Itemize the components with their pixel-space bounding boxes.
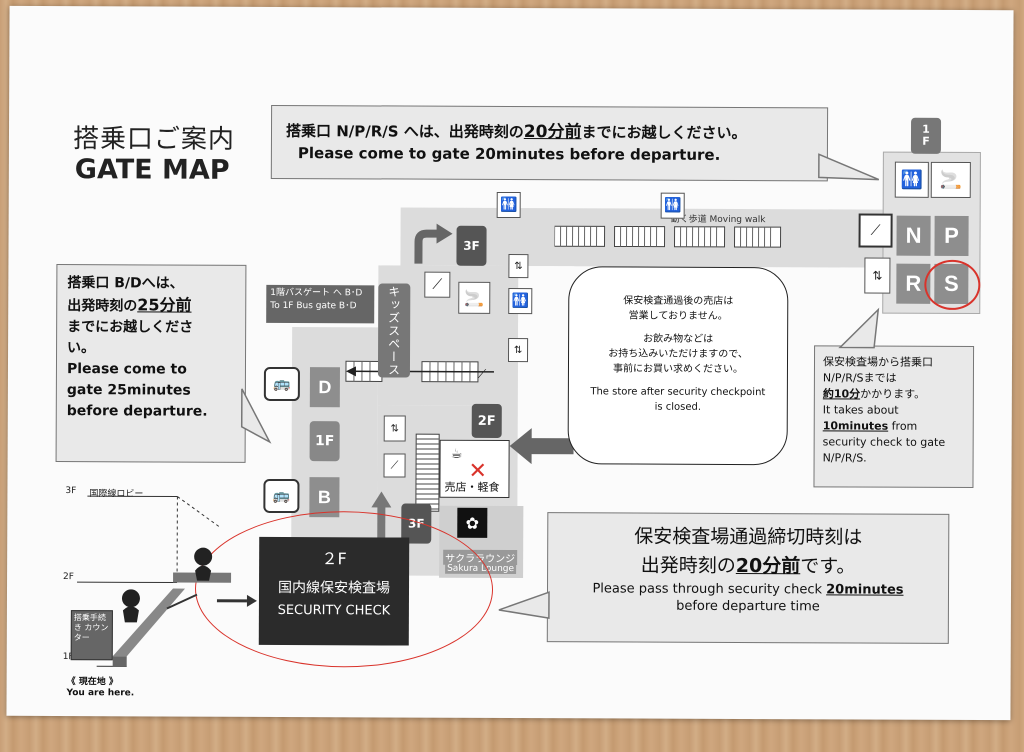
you-are-here-en: You are here. <box>66 688 135 699</box>
gate-s-red-circle <box>924 259 981 311</box>
bus-gate-jp: 1階バスゲート へ B･D <box>270 287 363 299</box>
store-notice-jp-line1: 保安検査通過後の売店は <box>623 295 734 307</box>
right-callout-pointer <box>838 307 880 349</box>
deadline-jp-line1: 保安検査場通過締切時刻は <box>634 525 863 549</box>
title-english: GATE MAP <box>74 154 230 186</box>
gate-p: P <box>934 215 969 256</box>
you-are-here-jp: 《 現在地 》 <box>66 677 118 688</box>
gate-n: N <box>896 215 931 256</box>
title-japanese: 搭乗口ご案内 <box>72 124 236 155</box>
elevator-icon: ⇅ <box>508 337 529 363</box>
left-callout-en-line3: before departure. <box>66 403 208 420</box>
right-callout-en-line3: security check to gate <box>822 435 946 449</box>
elevator-icon: ⇅ <box>508 253 529 279</box>
top-callout-jp-strong: 20分前 <box>523 122 582 143</box>
left-callout-jp-line3: までにお越しくださ <box>67 319 194 336</box>
smoking-icon: 🚬 <box>930 161 971 199</box>
store-notice-en-line2: is closed. <box>654 401 702 413</box>
left-callout-pointer <box>240 388 272 444</box>
lobby-3f-label: 3F <box>65 486 77 497</box>
deadline-en-line1-prefix: Please pass through security check <box>592 581 827 598</box>
deadline-jp-line2: 出発時刻の20分前です。 <box>548 550 948 579</box>
deadline-en-line2: before departure time <box>676 598 820 615</box>
store-arrow-icon <box>509 428 574 465</box>
right-callout-jp-line2: N/P/R/Sまでは <box>822 371 897 385</box>
store-label: 売店・軽食 <box>444 480 500 494</box>
deadline-jp-line2-suffix: です。 <box>800 555 856 578</box>
left-callout-jp-line2-strong: 25分前 <box>137 295 192 315</box>
store-notice-jp-line3: お飲み物などは <box>643 333 714 345</box>
left-callout-jp-line4: い。 <box>67 340 96 357</box>
elevator-icon: ⇅ <box>383 415 406 442</box>
moving-walk-track <box>554 225 782 248</box>
right-callout-jp-line3-strong: 約10分 <box>822 387 861 401</box>
escalator-icon: ⟋ <box>858 213 893 248</box>
store-closed: ☕ ✕ 売店・軽食 <box>439 439 510 498</box>
restroom-icon: 🚻 <box>508 287 533 315</box>
top-callout: 搭乗口 N/P/R/S へは、出発時刻の20分前までにお越しください。 Plea… <box>270 104 829 182</box>
deadline-en-line1-strong: 20minutes <box>826 582 904 598</box>
top-callout-jp-suffix: までにお越しください。 <box>581 123 747 143</box>
right-callout-jp-line3: 約10分かかります。 <box>823 386 965 403</box>
top-callout-jp-prefix: 搭乗口 N/P/R/S へは、出発時刻の <box>285 122 524 142</box>
floor-marker-2f: 2F <box>471 403 502 438</box>
top-callout-en: Please come to gate 20minutes before dep… <box>297 144 721 164</box>
deadline-jp-line2-strong: 20分前 <box>735 554 801 578</box>
elevator-icon: ⇅ <box>864 257 891 294</box>
gate-map-sheet: 搭乗口ご案内 GATE MAP 搭乗口 N/P/R/S へは、出発時刻の20分前… <box>6 5 1014 721</box>
up-turn-arrow-icon <box>414 223 453 264</box>
right-callout-en-line1: It takes about <box>822 403 899 417</box>
right-callout-en-line2-suffix: from <box>888 419 918 433</box>
right-callout-en-line4: N/P/R/S. <box>822 451 867 465</box>
lobby-label: 国際線ロビー <box>89 489 144 500</box>
stairs <box>415 433 440 512</box>
right-callout-jp-line3-suffix: かかります。 <box>860 387 926 401</box>
cafe-icon: ☕ <box>450 446 463 462</box>
deadline-en-line1: Please pass through security check 20min… <box>548 581 948 598</box>
right-callout-en-line2-strong: 10minutes <box>822 419 889 433</box>
restroom-icon: 🚻 <box>496 191 521 219</box>
floor-marker-3f-upper: 3F <box>456 225 487 266</box>
left-callout: 搭乗口 B/Dへは、 出発時刻の25分前 までにお越しくださ い。 Please… <box>55 264 247 463</box>
left-callout-en-line1: Please come to <box>66 361 187 378</box>
floor-marker-1f: 1F <box>309 421 340 462</box>
left-callout-jp-line2-prefix: 出発時刻の <box>67 298 138 315</box>
store-notice-en-line1: The store after security checkpoint <box>590 386 766 399</box>
kids-space-label: キッズスペース <box>386 284 401 377</box>
store-notice: 保安検査通過後の売店は 営業しておりません。 お飲み物などは お持ち込みいただけ… <box>567 266 789 466</box>
checkin-counter: 搭乗手続き カウンター <box>70 610 113 661</box>
bus-gate-sign: 1階バスゲート へ B･D To 1F Bus gate B･D <box>266 284 375 324</box>
store-notice-jp-line4: お持ち込みいただけますので、 <box>608 348 748 361</box>
sakura-logo: ✿ <box>457 507 488 538</box>
escalator-icon: ⟋ <box>424 271 451 298</box>
left-callout-en-line2: gate 25minutes <box>66 382 191 399</box>
left-callout-jp-line1: 搭乗口 B/Dへは、 <box>67 275 184 292</box>
bus-icon: 🚌 <box>263 366 300 402</box>
restroom-icon: 🚻 <box>660 192 685 219</box>
store-notice-jp-line2: 営業しておりません。 <box>628 310 728 322</box>
right-callout: 保安検査場から搭乗口 N/P/R/Sまでは 約10分かかります。 It take… <box>813 345 975 489</box>
floor-marker-1f-top: 1 F <box>910 117 942 154</box>
top-callout-pointer <box>818 153 880 181</box>
left-callout-jp-line2: 出発時刻の25分前 <box>67 294 235 318</box>
kids-space: キッズスペース <box>377 283 411 378</box>
deadline-callout: 保安検査場通過締切時刻は 出発時刻の20分前です。 Please pass th… <box>546 512 950 644</box>
floor-2f-label: 2F <box>63 572 74 583</box>
right-callout-jp-line1: 保安検査場から搭乗口 <box>822 355 934 369</box>
escalator-icon: ⟋ <box>383 453 406 478</box>
bus-gate-en: To 1F Bus gate B･D <box>270 300 357 312</box>
gate-d: D <box>309 367 340 408</box>
escalator-icon: ⟋ <box>477 366 487 381</box>
moving-walk-left <box>345 360 494 383</box>
moving-walk-label: 動く歩道 Moving walk <box>670 214 766 226</box>
cross-section-diagram <box>77 495 257 667</box>
deadline-callout-pointer <box>498 591 550 620</box>
smoking-icon: 🚬 <box>458 281 491 314</box>
restroom-icon: 🚻 <box>894 161 929 198</box>
deadline-jp-line2-prefix: 出発時刻の <box>640 554 736 577</box>
right-callout-en-line2: 10minutes from <box>823 418 965 435</box>
store-notice-jp-line5: 事前にお買い求めください。 <box>612 363 743 376</box>
top-callout-jp: 搭乗口 N/P/R/S へは、出発時刻の20分前までにお越しください。 <box>286 116 747 143</box>
